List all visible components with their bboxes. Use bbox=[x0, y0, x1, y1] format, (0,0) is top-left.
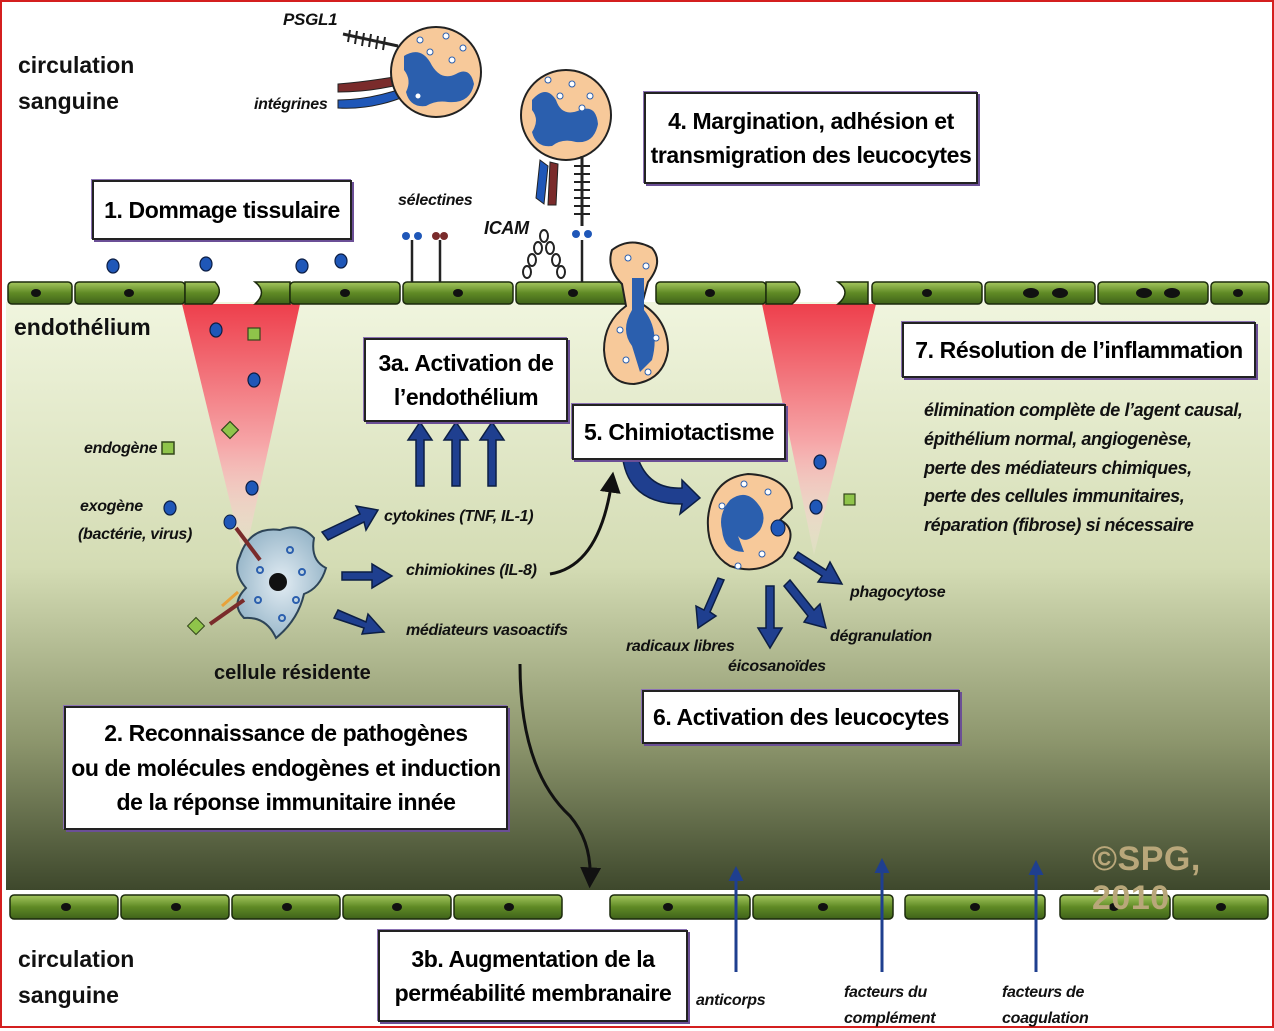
label-anticorps: anticorps bbox=[696, 992, 766, 1009]
step-6-box: 6. Activation des leucocytes bbox=[642, 690, 960, 744]
label-chimiokines: chimiokines (IL-8) bbox=[406, 562, 537, 579]
endothelium-bottom bbox=[9, 894, 1269, 920]
legend-exogene-marker bbox=[163, 500, 177, 516]
resident-cell bbox=[186, 514, 328, 640]
step-7-box: 7. Résolution de l’inflammation bbox=[902, 322, 1256, 378]
mediator-arrows bbox=[320, 420, 844, 650]
label-cytokines: cytokines (TNF, IL-1) bbox=[384, 508, 534, 525]
label-endogene: endogène bbox=[84, 440, 158, 457]
label-integrines: intégrines bbox=[254, 96, 328, 113]
label-eicosanoides: éicosanoïdes bbox=[728, 658, 826, 675]
label-mediateurs: médiateurs vasoactifs bbox=[406, 622, 568, 639]
label-endothelium: endothélium bbox=[14, 314, 151, 340]
pathogens-tissue bbox=[209, 322, 856, 515]
inflammation-cone-right bbox=[762, 304, 876, 555]
selectines bbox=[410, 240, 584, 282]
legend-endogene-marker bbox=[161, 441, 175, 455]
plasma-factor-arrows bbox=[728, 858, 1044, 972]
resolution-item: épithélium normal, angiogenèse, bbox=[924, 428, 1192, 449]
resolution-item: réparation (fibrose) si nécessaire bbox=[924, 515, 1194, 536]
label-coagulation: facteurs de coagulation bbox=[1002, 984, 1089, 1027]
label-circulation-bottom: circulation sanguine bbox=[18, 946, 135, 1008]
pathogens-blood bbox=[106, 253, 348, 274]
resolution-item: élimination complète de l’agent causal, bbox=[924, 400, 1243, 420]
label-phagocytose: phagocytose bbox=[850, 584, 946, 601]
label-complement: facteurs du complément bbox=[844, 984, 936, 1027]
leukocyte-transmigrating bbox=[602, 241, 670, 386]
label-degranulation: dégranulation bbox=[830, 628, 932, 645]
label-selectines: sélectines bbox=[398, 192, 473, 209]
step-5-box: 5. Chimiotactisme bbox=[572, 404, 786, 460]
resolution-item: perte des médiateurs chimiques, bbox=[924, 457, 1192, 478]
leukocyte-activated bbox=[706, 472, 794, 571]
endothelium-top-nuclei bbox=[31, 288, 1243, 298]
endothelium-top bbox=[7, 281, 1270, 305]
label-psgl1: PSGL1 bbox=[283, 10, 338, 29]
resolution-list: élimination complète de l’agent causal, … bbox=[924, 396, 1270, 540]
label-exogene-examples: (bactérie, virus) bbox=[78, 526, 193, 543]
leukocyte-rolling bbox=[520, 69, 612, 226]
step-1-box: 1. Dommage tissulaire bbox=[92, 180, 352, 240]
selectines-heads bbox=[402, 230, 592, 240]
label-cellule-residente: cellule résidente bbox=[214, 662, 371, 684]
inflammation-cone-left bbox=[182, 304, 300, 560]
vasoactive-arrow bbox=[518, 663, 602, 889]
label-exogene: exogène bbox=[80, 498, 143, 515]
endothelium-bottom-nuclei bbox=[61, 903, 1226, 911]
leukocyte-circulating bbox=[337, 26, 482, 118]
label-radicaux: radicaux libres bbox=[626, 638, 735, 655]
copyright-label: ©SPG, 2010 bbox=[1092, 840, 1201, 917]
chemokine-arrow bbox=[549, 471, 621, 576]
resolution-item: perte des cellules immunitaires, bbox=[924, 486, 1185, 507]
label-circulation-top: circulation sanguine bbox=[18, 52, 135, 114]
label-icam: ICAM bbox=[484, 218, 529, 238]
icam bbox=[522, 229, 566, 279]
